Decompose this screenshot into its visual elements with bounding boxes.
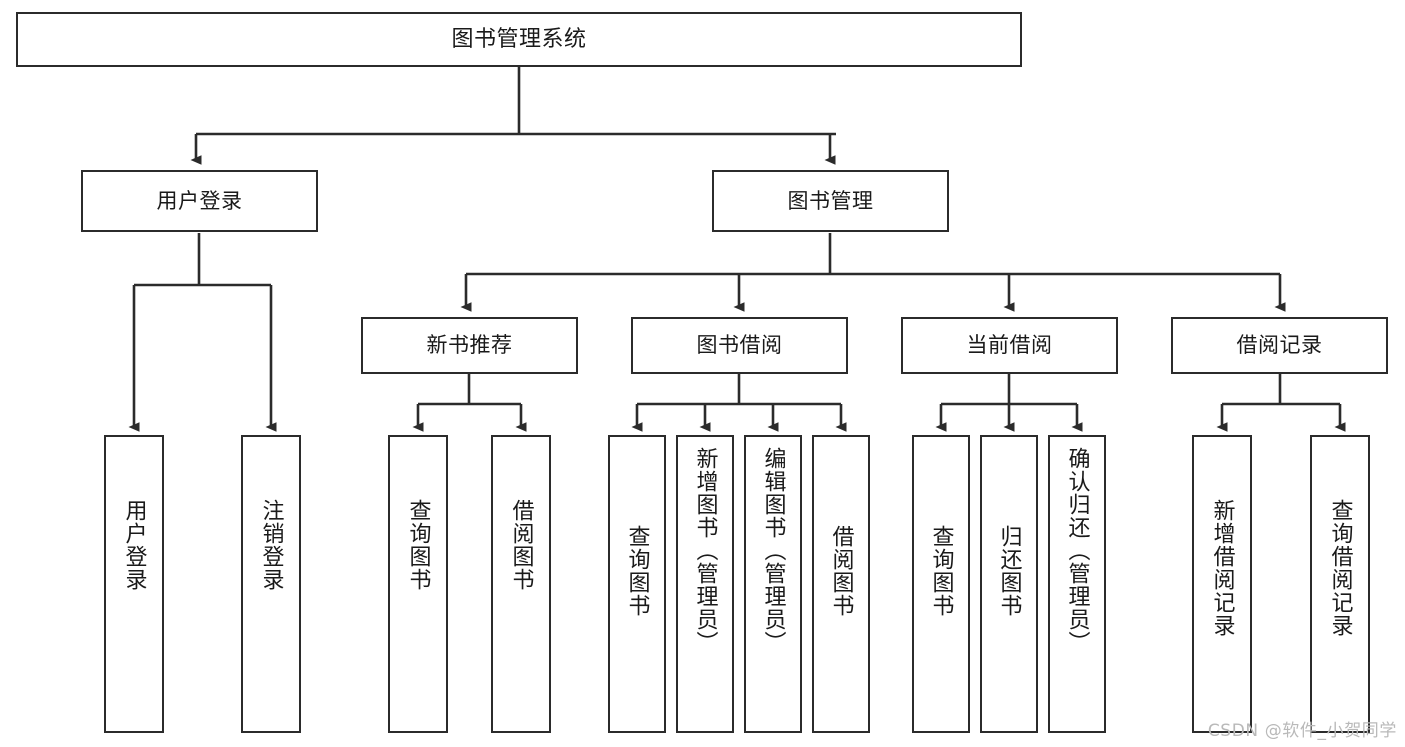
node-label: 借阅图书 bbox=[828, 525, 854, 617]
node-user-login[interactable]: 用户登录 bbox=[81, 170, 318, 232]
leaf-borrow-book[interactable]: 借阅图书 bbox=[812, 435, 870, 733]
node-label: 新书推荐 bbox=[426, 333, 513, 358]
leaf-query-borrow-record[interactable]: 查询借阅记录 bbox=[1310, 435, 1370, 733]
leaf-borrow-book-recommend[interactable]: 借阅图书 bbox=[491, 435, 551, 733]
leaf-add-book-admin[interactable]: 新增图书（管理员） bbox=[676, 435, 734, 733]
node-book-management[interactable]: 图书管理 bbox=[712, 170, 949, 232]
node-label: 图书借阅 bbox=[696, 333, 783, 358]
node-label: 图书管理系统 bbox=[451, 26, 587, 52]
leaf-confirm-return-admin[interactable]: 确认归还（管理员） bbox=[1048, 435, 1106, 733]
node-root-system[interactable]: 图书管理系统 bbox=[16, 12, 1022, 67]
node-label: 编辑图书（管理员） bbox=[760, 447, 786, 654]
leaf-add-borrow-record[interactable]: 新增借阅记录 bbox=[1192, 435, 1252, 733]
node-label: 借阅记录 bbox=[1236, 333, 1323, 358]
node-label: 当前借阅 bbox=[966, 333, 1053, 358]
leaf-query-book-recommend[interactable]: 查询图书 bbox=[388, 435, 448, 733]
node-new-book-recommend[interactable]: 新书推荐 bbox=[361, 317, 578, 374]
leaf-logout[interactable]: 注销登录 bbox=[241, 435, 301, 733]
node-label: 用户登录 bbox=[156, 188, 243, 213]
node-label: 查询图书 bbox=[928, 525, 954, 617]
leaf-return-book[interactable]: 归还图书 bbox=[980, 435, 1038, 733]
node-label: 归还图书 bbox=[996, 525, 1022, 617]
node-book-borrow[interactable]: 图书借阅 bbox=[631, 317, 848, 374]
node-current-borrow[interactable]: 当前借阅 bbox=[901, 317, 1118, 374]
node-label: 新增图书（管理员） bbox=[692, 447, 718, 654]
node-label: 查询借阅记录 bbox=[1327, 499, 1353, 637]
node-label: 借阅图书 bbox=[508, 499, 534, 591]
leaf-user-login[interactable]: 用户登录 bbox=[104, 435, 164, 733]
node-label: 确认归还（管理员） bbox=[1064, 447, 1090, 654]
node-label: 用户登录 bbox=[121, 499, 147, 591]
leaf-query-book-current[interactable]: 查询图书 bbox=[912, 435, 970, 733]
node-borrow-records[interactable]: 借阅记录 bbox=[1171, 317, 1388, 374]
node-label: 新增借阅记录 bbox=[1209, 499, 1235, 637]
leaf-edit-book-admin[interactable]: 编辑图书（管理员） bbox=[744, 435, 802, 733]
node-label: 查询图书 bbox=[405, 499, 431, 591]
node-label: 图书管理 bbox=[787, 188, 874, 213]
node-label: 查询图书 bbox=[624, 525, 650, 617]
leaf-query-book-borrow[interactable]: 查询图书 bbox=[608, 435, 666, 733]
node-label: 注销登录 bbox=[258, 499, 284, 591]
